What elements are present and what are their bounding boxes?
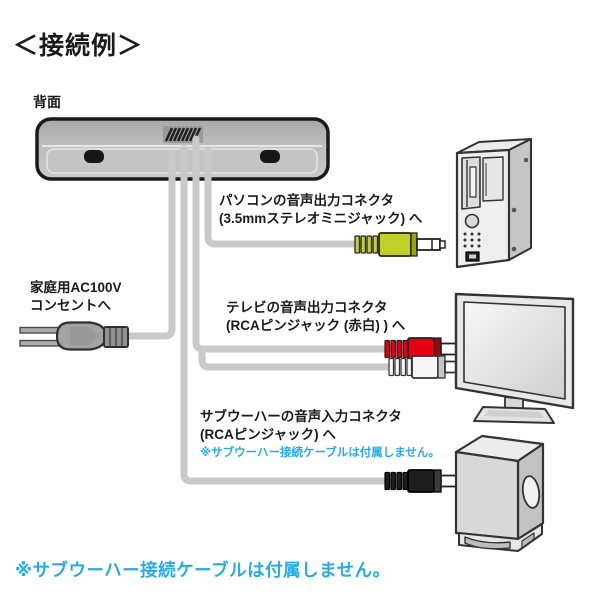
footer-note: ※サブウーハー接続ケーブルは付属しません。 [15, 560, 391, 580]
ac-label-line1: 家庭用AC100V [30, 280, 122, 295]
rca-plug-white-icon [388, 355, 467, 379]
ac-connection-label: 家庭用AC100V コンセントへ [30, 279, 122, 315]
bass-port-icon [521, 475, 541, 509]
tv-label-line2: (RCAピンジャック (赤白) ) へ [226, 317, 406, 333]
subwoofer-cable-note: ※サブウーハー接続ケーブルは付属しません。 [200, 446, 440, 459]
pc-label-line2: (3.5mmステレオミニジャック) へ [219, 210, 423, 226]
subwoofer-label-line1: サブウーハーの音声入力コネクタ [200, 409, 402, 424]
subwoofer-illustration [454, 434, 545, 552]
subwoofer-connection-label: サブウーハーの音声入力コネクタ (RCAピンジャック) へ ※サブウーハー接続ケ… [200, 408, 440, 461]
pc-tower-illustration [455, 138, 532, 269]
subwoofer-cable [180, 145, 394, 485]
tv-connection-label: テレビの音声出力コネクタ (RCAピンジャック (赤白) ) へ [226, 299, 405, 335]
pc-label-line1: パソコンの音声出力コネクタ [219, 193, 394, 208]
mounting-hole-right [260, 150, 280, 163]
ac-label-line2: コンセントへ [30, 297, 111, 313]
stereo-mini-plug-icon [354, 232, 446, 257]
ac-power-cable [120, 150, 176, 340]
subwoofer-label-line2: (RCAピンジャック) へ [200, 426, 336, 442]
ac-plug-icon [19, 321, 129, 351]
mounting-hole-left [84, 150, 104, 163]
tv-cable-white [198, 348, 398, 371]
pc-audio-cable [204, 147, 364, 248]
tv-label-line1: テレビの音声出力コネクタ [226, 300, 388, 315]
pc-connection-label: パソコンの音声出力コネクタ (3.5mmステレオミニジャック) へ [219, 192, 422, 228]
page-title: ＜接続例＞ [13, 32, 144, 60]
rca-plug-black-icon [384, 469, 463, 493]
soundbar-rear-label: 背面 [33, 94, 61, 110]
tv-illustration [454, 292, 575, 424]
